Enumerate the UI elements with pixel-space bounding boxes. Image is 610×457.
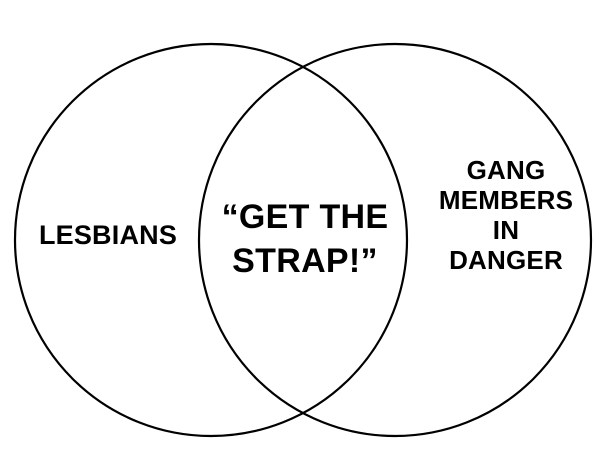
intersection-label-line-2: STRAP!” bbox=[232, 241, 378, 280]
right-set-label-line-2: MEMBERS bbox=[438, 185, 574, 216]
right-set-label-line-1: GANG bbox=[466, 155, 546, 185]
left-set-label: LESBIANS bbox=[28, 220, 188, 250]
right-set-label: GANG MEMBERS IN DANGER bbox=[428, 155, 584, 276]
right-circle bbox=[197, 42, 593, 438]
intersection-label: “GET THE STRAP!” bbox=[198, 196, 412, 283]
intersection-label-line-1: “GET THE bbox=[221, 198, 389, 236]
right-set-label-line-3: IN bbox=[492, 215, 520, 246]
left-circle bbox=[13, 42, 409, 438]
right-set-label-line-4: DANGER bbox=[449, 245, 563, 276]
left-set-label-line-1: LESBIANS bbox=[38, 220, 178, 250]
